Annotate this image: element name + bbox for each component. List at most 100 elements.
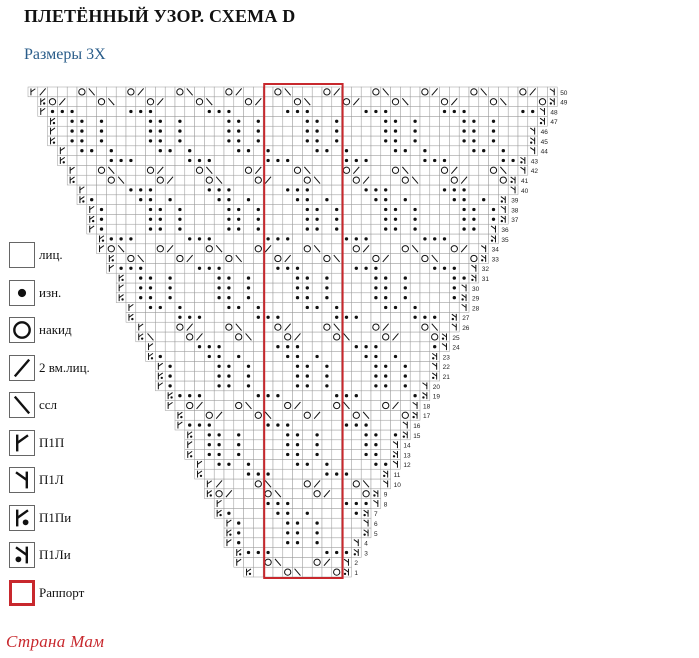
page-subtitle: Размеры 3X [24,46,106,63]
chart-cell [409,184,421,196]
stitch-purl [158,354,162,359]
stitch-yarn_over [362,490,370,498]
stitch-purl [295,266,300,270]
stitch-s1li [392,450,398,458]
stitch-purl [168,276,172,280]
chart-cell [507,145,519,156]
chart-cell [419,331,431,343]
stitch-purl [364,452,368,457]
stitch-purl [139,198,143,202]
chart-cell [370,174,382,186]
row-label: 34 [492,247,500,254]
stitch-s1p [30,88,36,96]
chart-cell [135,116,146,127]
stitch-purl [276,315,280,319]
stitch-ssk [294,568,301,576]
stitch-yarn_over [431,333,439,341]
row-label: 10 [394,482,402,489]
chart-cell [174,106,186,117]
chart-cell [321,263,333,274]
chart-cell [96,233,107,245]
chart-cell [282,282,293,294]
chart-cell [302,439,313,450]
chart-cell [321,184,333,196]
chart-cell [213,145,225,156]
chart-cell [419,204,431,215]
chart-cell [302,557,313,568]
stitch-purl [246,286,251,290]
chart-cell [390,370,401,382]
stitch-purl [364,266,368,270]
stitch-ssk [343,401,350,410]
chart-cell [400,86,411,98]
chart-cell [272,125,284,137]
chart-cell [272,439,284,450]
stitch-s1l [480,245,487,253]
stitch-purl [158,227,162,231]
chart-cell [125,223,137,235]
chart-cell [331,508,342,519]
stitch-purl [354,315,358,319]
chart-cell [243,478,254,490]
stitch-k2tog [431,88,439,96]
chart-cell [547,96,558,107]
stitch-purl [246,276,251,280]
chart-cell [164,341,176,352]
stitch-purl [129,158,133,163]
stitch-purl [462,227,466,231]
stitch-purl [472,139,476,143]
stitch-purl [90,198,94,202]
stitch-ssk [333,323,341,331]
stitch-purl [207,158,211,163]
stitch-yarn_over [78,88,86,96]
chart-cell [292,145,303,156]
stitch-k2tog [352,166,360,175]
stitch-purl [148,198,153,202]
chart-cell [302,321,313,333]
chart-cell [429,184,440,196]
stitch-purl [217,276,221,280]
chart-cell [125,282,137,294]
chart-cell [272,459,284,470]
stitch-purl [462,276,466,280]
chart-cell [331,233,342,245]
chart-cell [370,419,382,431]
chart-cell [184,96,195,107]
chart-cell [292,135,303,147]
chart-cell [272,96,284,107]
stitch-purl [286,345,290,349]
chart-cell [351,468,362,480]
stitch-purl [295,354,300,359]
chart-cell [194,429,205,441]
chart-cell [253,498,264,509]
stitch-k2tog [382,323,390,331]
stitch-k2tog [323,489,331,498]
stitch-purl [423,315,427,319]
stitch-purl [462,207,466,212]
stitch-purl [374,198,378,202]
stitch-s1p [89,205,95,213]
chart-cell [331,429,342,441]
chart-cell [311,106,323,117]
chart-cell [86,125,97,137]
stitch-s1p [167,401,173,409]
chart-cell [155,184,166,196]
chart-cell [351,302,362,313]
stitch-s1p [177,421,183,429]
chart-cell [351,125,362,137]
stitch-s1l [471,264,477,272]
chart-cell [439,135,450,147]
stitch-purl [266,550,270,555]
chart-cell [253,380,264,392]
chart-cell [488,86,499,98]
stitch-purl [227,305,231,310]
chart-cell [360,380,372,392]
row-label: 19 [433,394,441,401]
stitch-purl [413,217,417,221]
chart-cell [164,253,176,264]
chart-cell [439,243,450,254]
chart-cell [282,370,293,382]
stitch-purl [491,129,496,133]
stitch-yarn_over [323,88,331,96]
chart-cell [302,400,313,411]
